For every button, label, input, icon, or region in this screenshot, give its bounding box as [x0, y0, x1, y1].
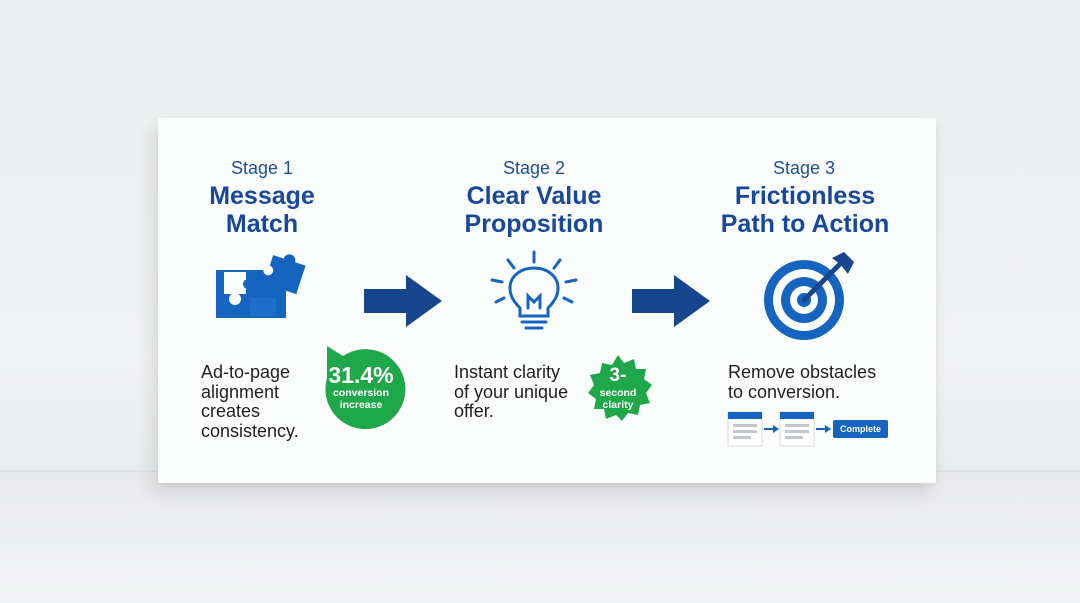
stage-3-description: Remove obstacles to conversion. [728, 362, 877, 402]
stage-1-description: Ad-to-page alignment creates consistency… [201, 362, 299, 441]
speech-badge-icon [321, 340, 409, 432]
floor [0, 472, 1080, 603]
stage-3-title: Frictionless Path to Action [720, 182, 890, 238]
arrow-2-icon [632, 275, 710, 327]
stage-2-badge-caption: second clarity [599, 387, 637, 411]
complete-button: Complete [833, 420, 888, 438]
stage-1-badge-caption: conversion increase [332, 387, 390, 411]
puzzle-icon [216, 254, 306, 318]
stage-2-label: Stage 2 [502, 158, 566, 178]
target-icon [764, 252, 854, 340]
stage-2-description: Instant clarity of your unique offer. [454, 362, 569, 421]
starburst-badge-icon [588, 355, 652, 421]
stage-1-badge-value: 31.4% [328, 362, 394, 388]
arrow-1-icon [364, 275, 442, 327]
stage-1-label: Stage 1 [230, 158, 294, 178]
stage-2-title: Clear Value Proposition [464, 182, 604, 238]
lightbulb-icon [490, 250, 578, 330]
stage-1-title: Message Match [209, 182, 315, 238]
stage-2-badge-value: 3- [609, 365, 627, 386]
stage-3-label: Stage 3 [772, 158, 836, 178]
form-flow-icon [727, 411, 831, 447]
